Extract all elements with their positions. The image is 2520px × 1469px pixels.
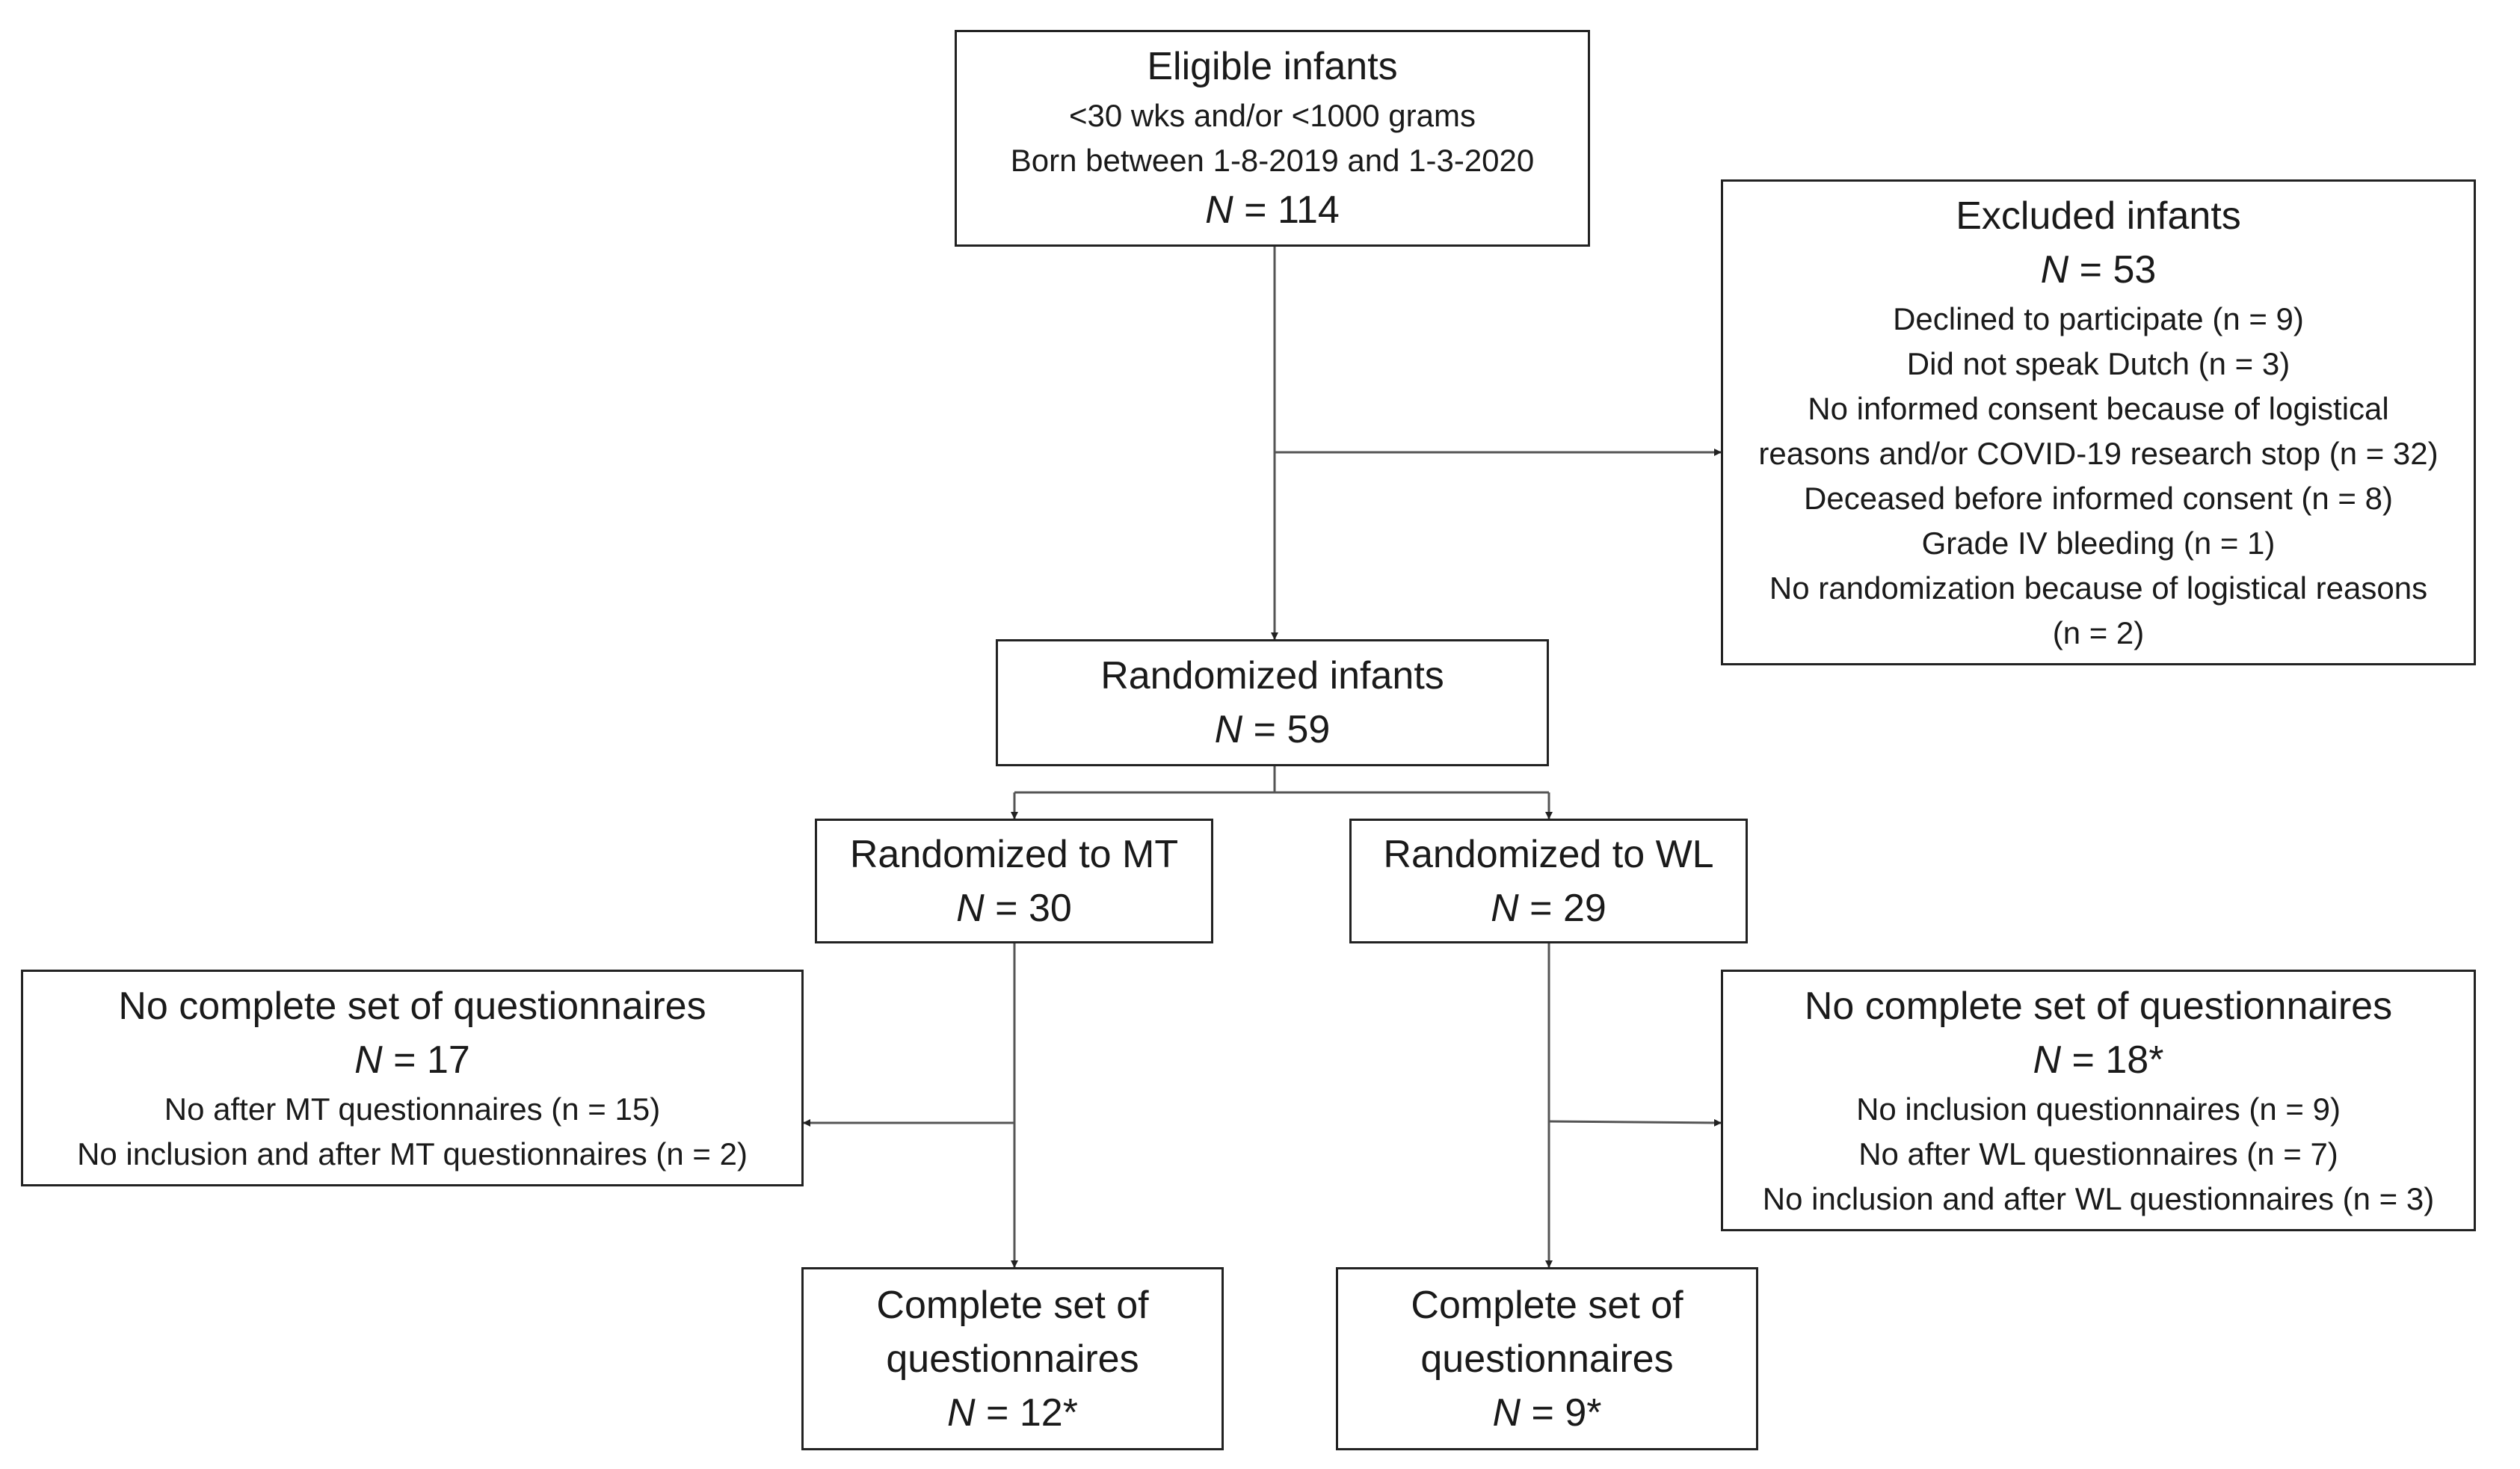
wl-complete-title-1: Complete set of	[1411, 1283, 1683, 1327]
excluded-line-7: No randomization because of logistical r…	[1769, 570, 2428, 606]
randomized-infants-box: Randomized infants N = 59	[996, 639, 1549, 766]
eligible-line-2: Born between 1-8-2019 and 1-3-2020	[1010, 143, 1535, 178]
eligible-infants-box: Eligible infants <30 wks and/or <1000 gr…	[955, 30, 1590, 247]
excluded-line-6: Grade IV bleeding (n = 1)	[1921, 526, 2276, 561]
mt-incomplete-line-1: No after MT questionnaires (n = 15)	[164, 1091, 661, 1127]
mt-complete-title-1: Complete set of	[876, 1283, 1149, 1327]
mt-incomplete-box: No complete set of questionnaires N = 17…	[21, 970, 804, 1186]
excluded-line-2: Did not speak Dutch (n = 3)	[1906, 346, 2291, 381]
mt-incomplete-count: N = 17	[354, 1038, 470, 1082]
excluded-line-3: No informed consent because of logistica…	[1808, 391, 2389, 426]
wl-complete-title-2: questionnaires	[1420, 1337, 1674, 1381]
wl-incomplete-count: N = 18*	[2033, 1038, 2164, 1082]
wl-incomplete-title: No complete set of questionnaires	[1804, 985, 2393, 1028]
mt-incomplete-line-2: No inclusion and after MT questionnaires…	[77, 1136, 748, 1171]
excluded-infants-box: Excluded infants N = 53 Declined to part…	[1721, 179, 2476, 665]
wl-incomplete-line-2: No after WL questionnaires (n = 7)	[1858, 1136, 2338, 1171]
excluded-line-5: Deceased before informed consent (n = 8)	[1804, 481, 2393, 516]
excluded-line-8: (n = 2)	[2052, 615, 2145, 650]
randomized-mt-box: Randomized to MT N = 30	[815, 819, 1213, 943]
mt-count: N = 30	[956, 886, 1072, 930]
randomized-title: Randomized infants	[1100, 654, 1444, 697]
excluded-line-4: reasons and/or COVID-19 research stop (n…	[1758, 436, 2439, 471]
mt-title: Randomized to MT	[849, 832, 1179, 876]
wl-incomplete-line-3: No inclusion and after WL questionnaires…	[1762, 1181, 2435, 1216]
wl-incomplete-box: No complete set of questionnaires N = 18…	[1721, 970, 2476, 1231]
wl-complete-count: N = 9*	[1492, 1391, 1602, 1435]
randomized-wl-box: Randomized to WL N = 29	[1349, 819, 1748, 943]
arrow-wl-to-incomplete	[1548, 1118, 1722, 1127]
wl-incomplete-line-1: No inclusion questionnaires (n = 9)	[1856, 1091, 2341, 1127]
eligible-title: Eligible infants	[1147, 45, 1398, 88]
wl-count: N = 29	[1491, 886, 1606, 930]
wl-complete-box: Complete set of questionnaires N = 9*	[1336, 1267, 1758, 1450]
mt-incomplete-title: No complete set of questionnaires	[118, 985, 706, 1028]
wl-title: Randomized to WL	[1383, 832, 1714, 876]
mt-complete-title-2: questionnaires	[886, 1337, 1139, 1381]
excluded-title: Excluded infants	[1956, 194, 2241, 238]
eligible-line-1: <30 wks and/or <1000 grams	[1069, 98, 1476, 133]
mt-complete-box: Complete set of questionnaires N = 12*	[801, 1267, 1224, 1450]
excluded-count: N = 53	[2040, 248, 2157, 292]
eligible-count: N = 114	[1205, 188, 1340, 232]
excluded-line-1: Declined to participate (n = 9)	[1893, 301, 2304, 336]
randomized-count: N = 59	[1214, 708, 1331, 751]
mt-complete-count: N = 12*	[947, 1391, 1078, 1435]
